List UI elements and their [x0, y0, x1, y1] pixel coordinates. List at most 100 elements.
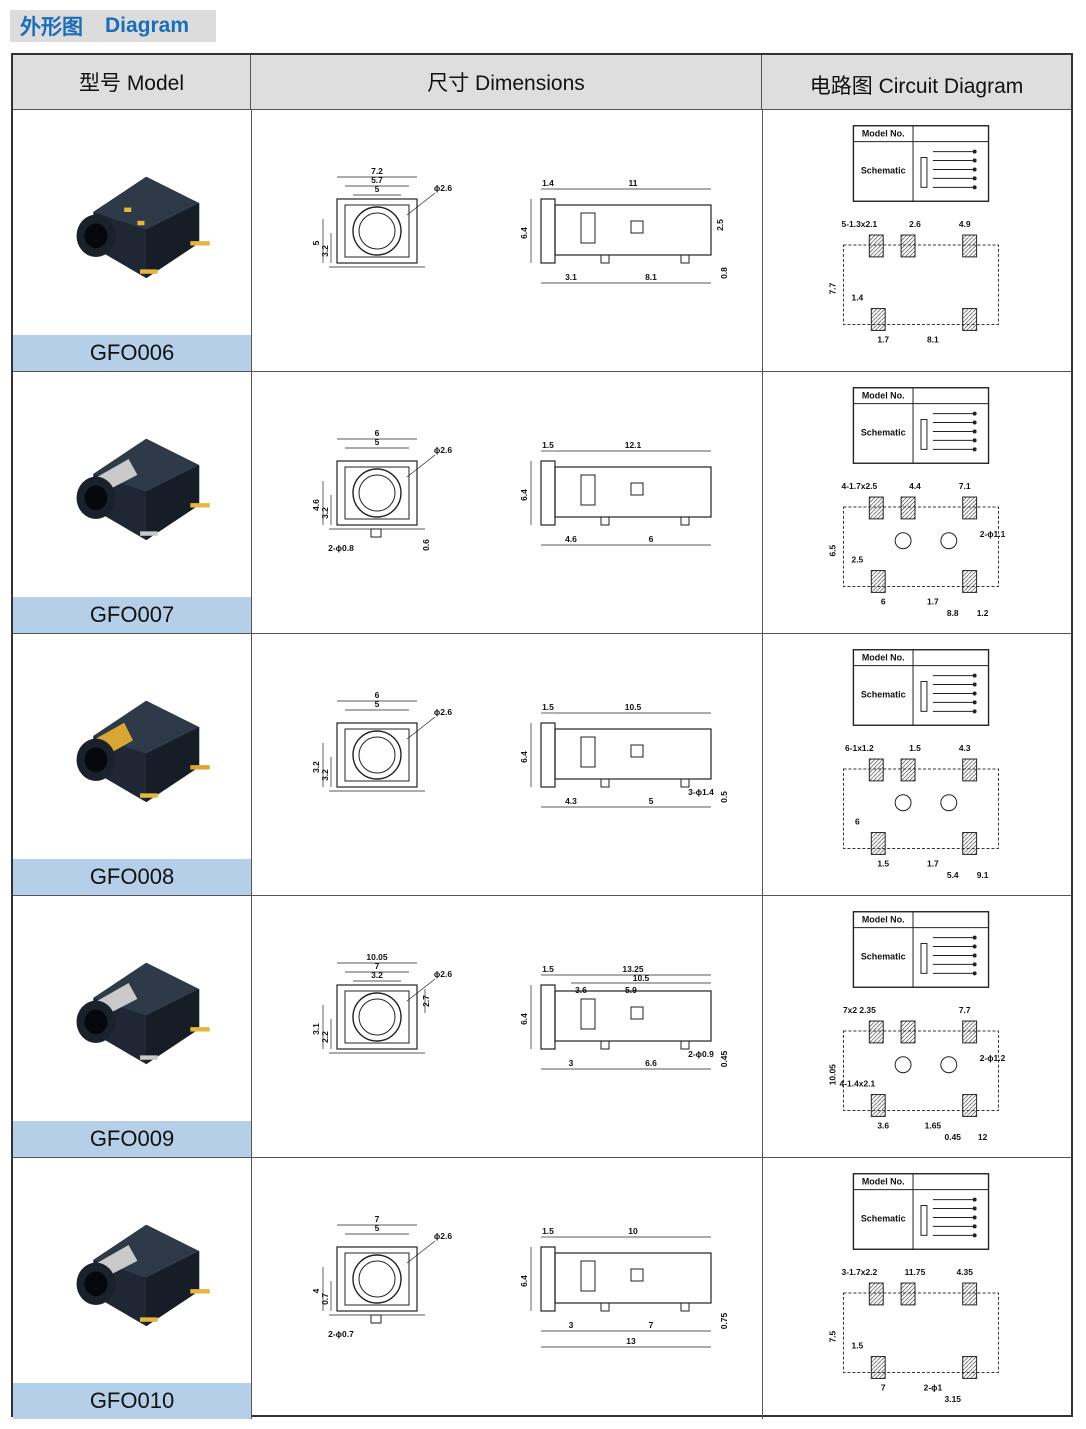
- contact-dot: [972, 1233, 977, 1238]
- contact-dot: [972, 438, 977, 443]
- dimension-label: 6.4: [519, 751, 529, 763]
- dimension-label: 11: [629, 178, 638, 188]
- pin: [370, 1314, 382, 1324]
- dimension-label: 4-1.7x2.5: [842, 481, 878, 491]
- jack-symbol: [920, 681, 928, 712]
- barrel-hole: [84, 485, 108, 511]
- pad: [868, 758, 884, 782]
- side-window: [580, 998, 596, 1030]
- dimension-label: 1.5: [542, 1226, 554, 1236]
- contact-dot: [972, 420, 977, 425]
- schematic-box: [852, 387, 990, 464]
- contact-dot: [972, 944, 977, 949]
- dimension-label: 6: [649, 534, 654, 544]
- front-inner: [344, 1252, 410, 1306]
- dimension-label: 6.5: [828, 545, 838, 557]
- dimension-label: 3.1: [565, 272, 577, 282]
- dimension-label: 1.2: [977, 608, 989, 618]
- dimension-label: 8.8: [947, 608, 959, 618]
- dimension-label: 1.7: [877, 334, 889, 344]
- pad: [870, 1094, 886, 1117]
- side-window: [580, 736, 596, 768]
- mount-hole: [894, 532, 912, 550]
- dimension-label: 3.2: [371, 970, 383, 980]
- jack-symbol: [920, 157, 928, 188]
- dimension-label: 3.15: [945, 1394, 962, 1404]
- dimension-label: 9.1: [977, 870, 989, 880]
- dimension-label: ϕ2.6: [434, 1231, 452, 1241]
- model-cell: GFO006: [13, 109, 252, 371]
- dimension-label: ϕ2.6: [434, 969, 452, 979]
- jack-circle: [352, 1254, 402, 1304]
- contact-dot: [972, 411, 977, 416]
- dimension-label: 4-1.4x2.1: [840, 1079, 876, 1089]
- tab-pin: [140, 1317, 158, 1322]
- side-body: [554, 990, 712, 1042]
- side-window: [580, 212, 596, 244]
- dimension-label: 8.1: [927, 334, 939, 344]
- side-flange: [540, 198, 556, 264]
- pad: [962, 1094, 978, 1117]
- front-outline: [336, 460, 418, 526]
- contact-dot: [972, 1197, 977, 1202]
- dimension-label: 6: [375, 690, 380, 700]
- contact-dot: [972, 682, 977, 687]
- pad: [962, 1356, 978, 1379]
- dimension-label: 7.2: [371, 166, 383, 176]
- jack-symbol: [920, 419, 928, 450]
- column-header-dimensions: 尺寸 Dimensions: [251, 55, 762, 109]
- pad: [870, 1356, 886, 1379]
- jack-photo: [76, 438, 210, 541]
- dimension-label: 5: [375, 437, 380, 447]
- tab-pin: [190, 765, 210, 770]
- front-outline: [336, 984, 418, 1050]
- pad: [962, 832, 978, 855]
- dimension-label: 10: [628, 1226, 638, 1236]
- side-body: [554, 728, 712, 780]
- pad: [900, 1020, 916, 1044]
- side-pin: [680, 1040, 690, 1050]
- dimension-label: 5.7: [371, 175, 383, 185]
- mount-hole: [894, 1056, 912, 1074]
- dimension-label: 6.4: [519, 227, 529, 239]
- pad: [868, 234, 884, 258]
- tab-pin: [190, 1289, 210, 1294]
- schematic-box: [852, 1173, 990, 1250]
- jack-circle-inner: [358, 736, 396, 774]
- dimension-line: [406, 454, 436, 478]
- jack-side: [146, 989, 200, 1065]
- barrel-hole: [84, 1271, 108, 1297]
- jack-top: [93, 176, 200, 230]
- contact: [137, 220, 145, 226]
- jack-circle-inner: [358, 474, 396, 512]
- dimension-label: 7.5: [828, 1331, 838, 1343]
- side-window: [630, 744, 644, 758]
- dimension-label: 0.45: [945, 1132, 962, 1142]
- jack-circle-inner: [358, 998, 396, 1036]
- dimension-label: 2.2: [320, 1031, 330, 1043]
- dimension-label: 6: [855, 817, 860, 827]
- dimension-label: 11.75: [905, 1267, 926, 1277]
- dimension-label: 4.9: [959, 219, 971, 229]
- model-number: GFO006: [13, 335, 251, 371]
- dimension-label: 1.5: [877, 858, 889, 868]
- mount-hole: [940, 1056, 958, 1074]
- jack-circle-inner: [358, 1260, 396, 1298]
- schematic-label: Schematic: [861, 1213, 906, 1223]
- dimension-line: [406, 1240, 436, 1264]
- pad: [900, 496, 916, 520]
- side-body: [554, 466, 712, 518]
- contact-dot: [972, 149, 977, 154]
- mount-hole: [940, 532, 958, 550]
- jack-photo-frame: [76, 1224, 210, 1327]
